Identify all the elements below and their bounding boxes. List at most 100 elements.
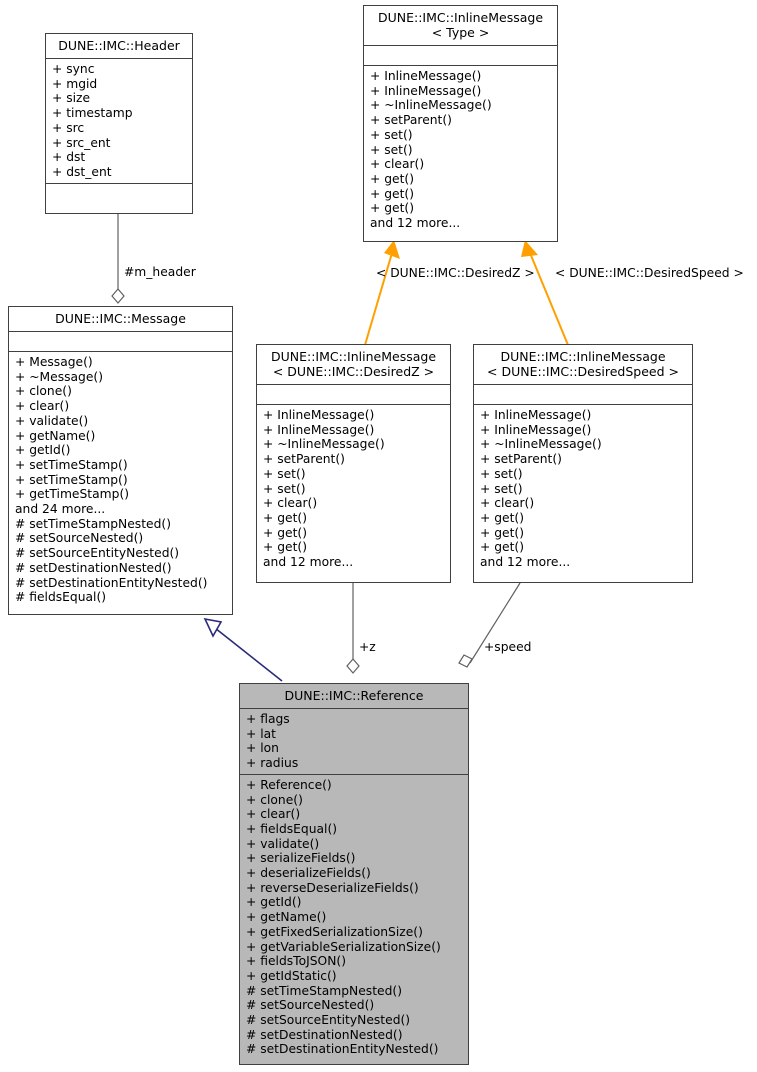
operation-row: + fieldsEqual() [246, 821, 338, 836]
attribute-row: + lon [246, 741, 279, 756]
class-title-reference: DUNE::IMC::Reference [240, 684, 468, 709]
class-attributes-inline-message-desiredz [257, 385, 450, 405]
operation-row: + getName() [15, 428, 96, 443]
operation-row: # setDestinationNested() [15, 560, 172, 575]
operation-row: + get() [263, 510, 307, 525]
operation-row: + get() [370, 171, 414, 186]
operation-row: + InlineMessage() [370, 83, 482, 98]
template-arrowhead-desiredspeed [521, 240, 538, 257]
operation-row: + InlineMessage() [480, 422, 592, 437]
edge-label-z: +z [359, 640, 376, 654]
operation-row: # fieldsEqual() [15, 590, 107, 605]
operation-row: + clear() [246, 807, 301, 822]
operation-row: # setDestinationNested() [246, 1027, 403, 1042]
operation-row: + ~Message() [15, 369, 104, 384]
class-attributes-inline-message-desiredspeed [474, 385, 692, 405]
operation-row: + validate() [246, 836, 320, 851]
edge-label-template-desiredz: < DUNE::IMC::DesiredZ > [376, 266, 535, 280]
operation-row: # setSourceNested() [15, 531, 144, 546]
operation-row: + getTimeStamp() [15, 487, 130, 502]
operation-row: + ~InlineMessage() [263, 437, 385, 452]
operation-row: + deserializeFields() [246, 866, 371, 881]
class-box-message[interactable]: DUNE::IMC::Message + Message() + ~Messag… [8, 306, 233, 615]
operation-row: and 12 more... [480, 555, 571, 570]
attribute-row: + timestamp [52, 106, 133, 121]
operation-row: + InlineMessage() [263, 408, 375, 422]
operation-row: # setTimeStampNested() [246, 983, 403, 998]
class-box-reference[interactable]: DUNE::IMC::Reference + flags + lat + lon… [239, 683, 469, 1065]
operation-row: + getIdStatic() [246, 968, 337, 983]
class-box-inline-message-template[interactable]: DUNE::IMC::InlineMessage < Type > + Inli… [363, 5, 558, 242]
operation-row: + set() [480, 466, 523, 481]
class-attributes-reference: + flags + lat + lon + radius [240, 709, 468, 775]
operation-row: + get() [370, 186, 414, 201]
edge-label-m-header: #m_header [124, 265, 196, 279]
operation-row: + setParent() [480, 452, 562, 467]
operation-row: # setTimeStampNested() [15, 516, 172, 531]
attribute-row: + sync [52, 62, 95, 76]
operation-row: # setSourceEntityNested() [15, 546, 180, 561]
operation-row: + clear() [480, 496, 535, 511]
operation-row: + setTimeStamp() [15, 472, 128, 487]
operation-row: + ~InlineMessage() [480, 437, 602, 452]
operation-row: + set() [370, 142, 413, 157]
class-operations-inline-message-desiredspeed: + InlineMessage() + InlineMessage() + ~I… [474, 405, 692, 582]
class-operations-inline-message-desiredz: + InlineMessage() + InlineMessage() + ~I… [257, 405, 450, 582]
operation-row: + set() [370, 127, 413, 142]
template-arrowhead-desiredz [384, 240, 400, 259]
operation-row: and 12 more... [263, 555, 354, 570]
aggregation-diamond-m-header [111, 288, 125, 304]
operation-row: + getVariableSerializationSize() [246, 939, 441, 954]
operation-row: + serializeFields() [246, 851, 356, 866]
attribute-row: + dst [52, 150, 86, 165]
operation-row: + getFixedSerializationSize() [246, 924, 423, 939]
operation-row: + get() [480, 510, 524, 525]
attribute-row: + src_ent [52, 135, 111, 150]
operation-row: + clear() [370, 157, 425, 172]
attribute-row: + mgid [52, 76, 98, 91]
class-box-inline-message-desiredspeed[interactable]: DUNE::IMC::InlineMessage < DUNE::IMC::De… [473, 344, 693, 583]
operation-row: + get() [480, 525, 524, 540]
class-attributes-header: + sync + mgid + size + timestamp + src +… [46, 59, 192, 184]
attribute-row: + dst_ent [52, 164, 112, 179]
operation-row: # setSourceNested() [246, 998, 375, 1013]
operation-row: and 12 more... [370, 216, 461, 231]
operation-row: + get() [263, 540, 307, 555]
operation-row: + reverseDeserializeFields() [246, 880, 419, 895]
operation-row: + clear() [15, 399, 70, 414]
operation-row: # setSourceEntityNested() [246, 1013, 411, 1028]
aggregation-diamond-speed [458, 654, 473, 668]
edge-label-template-desiredspeed: < DUNE::IMC::DesiredSpeed > [555, 266, 744, 280]
operation-row: # setDestinationEntityNested() [15, 575, 208, 590]
class-box-inline-message-desiredz[interactable]: DUNE::IMC::InlineMessage < DUNE::IMC::De… [256, 344, 451, 583]
operation-row: + set() [480, 481, 523, 496]
class-title-inline-message-template: DUNE::IMC::InlineMessage < Type > [364, 6, 557, 46]
class-operations-inline-message-template: + InlineMessage() + InlineMessage() + ~I… [364, 66, 557, 241]
operation-row: + clone() [15, 384, 72, 399]
operation-row: + get() [370, 201, 414, 216]
attribute-row: + lat [246, 726, 276, 741]
operation-row: + setParent() [263, 452, 345, 467]
inheritance-arrowhead-reference [203, 617, 223, 638]
class-box-header[interactable]: DUNE::IMC::Header + sync + mgid + size +… [45, 33, 193, 214]
class-attributes-message [9, 332, 232, 352]
operation-row: + getId() [15, 443, 71, 458]
operation-row: + getId() [246, 895, 302, 910]
class-operations-message: + Message() + ~Message() + clone() + cle… [9, 352, 232, 614]
operation-row: + setTimeStamp() [15, 457, 128, 472]
attribute-row: + src [52, 120, 85, 135]
operation-row: and 24 more... [15, 502, 106, 517]
aggregation-diamond-z [346, 658, 360, 674]
operation-row: + InlineMessage() [480, 408, 592, 422]
operation-row: + get() [263, 525, 307, 540]
class-title-inline-message-desiredz: DUNE::IMC::InlineMessage < DUNE::IMC::De… [257, 345, 450, 385]
operation-row: + set() [263, 466, 306, 481]
class-operations-reference: + Reference() + clone() + clear() + fiel… [240, 775, 468, 1064]
operation-row: + ~InlineMessage() [370, 98, 492, 113]
operation-row: + validate() [15, 413, 89, 428]
attribute-row: + radius [246, 756, 299, 771]
attribute-row: + size [52, 91, 91, 106]
class-title-inline-message-desiredspeed: DUNE::IMC::InlineMessage < DUNE::IMC::De… [474, 345, 692, 385]
class-attributes-inline-message-template [364, 46, 557, 66]
